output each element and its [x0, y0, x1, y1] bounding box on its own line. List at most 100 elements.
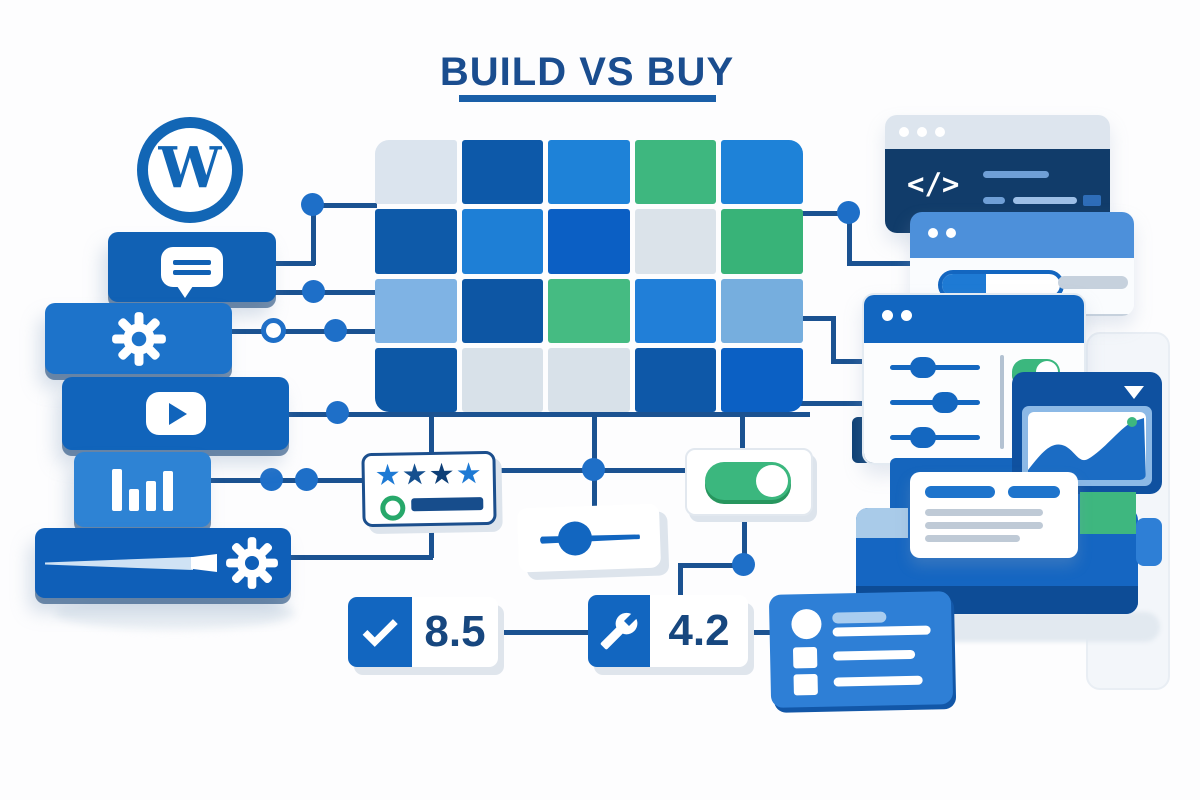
bar-chart-icon — [112, 468, 173, 511]
matrix-cell — [375, 347, 457, 412]
rating-bar — [411, 497, 484, 512]
toggle-switch[interactable] — [705, 462, 791, 500]
wordpress-w: W — [158, 135, 222, 201]
matrix-cell — [548, 278, 630, 343]
connector — [429, 414, 434, 455]
connector — [288, 412, 810, 417]
text-line — [925, 535, 1020, 542]
window-titlebar — [910, 212, 1134, 258]
divider — [1000, 355, 1004, 449]
connector — [847, 261, 914, 266]
matrix-cell — [721, 209, 803, 274]
text-line — [925, 522, 1043, 529]
star-icon[interactable]: ★ — [401, 459, 430, 492]
wrench-icon — [588, 595, 650, 667]
placeholder-line — [1080, 314, 1132, 316]
connector-dot — [260, 468, 283, 491]
slider-handle[interactable] — [910, 357, 936, 378]
matrix-cell — [721, 347, 803, 412]
matrix-cell — [375, 140, 457, 205]
window-titlebar — [885, 115, 1110, 149]
connector — [429, 520, 434, 558]
gear-icon — [226, 537, 278, 589]
feature-matrix — [375, 140, 803, 412]
text-line — [833, 675, 923, 687]
progress-fill — [942, 274, 986, 296]
star-icon[interactable]: ★ — [374, 459, 403, 492]
page-title: BUILD VS BUY — [439, 50, 735, 94]
matrix-cell — [634, 209, 717, 274]
plugin-button-customize[interactable] — [35, 528, 291, 598]
plugin-button-analytics[interactable] — [74, 452, 211, 527]
connector-dot — [301, 193, 324, 216]
bullet-list-card — [768, 591, 954, 708]
slider-card — [516, 503, 662, 573]
matrix-cell — [634, 278, 717, 343]
connector — [275, 261, 315, 266]
connector — [311, 203, 316, 265]
connector — [800, 211, 852, 216]
plugin-button-chat[interactable] — [108, 232, 276, 302]
note-card — [910, 472, 1078, 558]
code-line — [983, 171, 1049, 178]
slider-handle[interactable] — [557, 520, 593, 557]
matrix-cell — [548, 140, 630, 205]
title-underline — [459, 95, 716, 102]
list-bullet — [793, 673, 818, 696]
window-dot-icon — [935, 126, 945, 137]
list-bullet — [792, 646, 818, 669]
connector — [748, 630, 776, 635]
connector-dot — [302, 280, 325, 303]
connector-dot — [326, 401, 349, 424]
chart-frame — [1022, 406, 1152, 486]
matrix-cell — [634, 140, 717, 205]
wordpress-logo-icon: W — [137, 117, 243, 223]
slider-handle[interactable] — [932, 392, 958, 413]
matrix-cell — [548, 209, 630, 274]
code-line — [1013, 197, 1077, 204]
gear-icon — [111, 311, 166, 366]
matrix-cell — [548, 347, 630, 412]
connector — [800, 401, 864, 406]
connector — [290, 555, 433, 560]
dropdown-arrow-icon[interactable] — [1124, 386, 1144, 399]
matrix-cell — [721, 278, 803, 343]
matrix-cell — [375, 209, 457, 274]
play-icon[interactable] — [145, 392, 206, 435]
toggle-knob — [756, 465, 788, 497]
text-line — [925, 509, 1043, 516]
connector-dot — [837, 201, 860, 224]
plugin-button-settings[interactable] — [45, 303, 232, 374]
score-value: 4.2 — [668, 606, 730, 655]
star-rating[interactable]: ★★★★ — [374, 456, 483, 493]
matrix-cell — [375, 278, 457, 343]
score-value: 8.5 — [424, 607, 486, 656]
shadow — [55, 596, 295, 630]
connector — [831, 359, 866, 364]
window-dot-icon — [928, 227, 938, 238]
connector — [313, 203, 377, 208]
matrix-cell — [461, 347, 544, 412]
star-icon[interactable]: ★ — [455, 458, 484, 491]
connector — [742, 510, 747, 568]
matrix-cell — [461, 278, 544, 343]
connector — [740, 414, 745, 453]
side-knob — [1136, 518, 1162, 566]
slider-handle[interactable] — [910, 427, 936, 448]
title-chip — [925, 486, 995, 498]
window-dot-icon — [917, 126, 927, 137]
plugin-button-video[interactable] — [62, 377, 289, 450]
connector — [678, 563, 683, 599]
chart-window — [1012, 372, 1162, 494]
text-line — [832, 625, 931, 637]
star-icon[interactable]: ★ — [428, 458, 457, 491]
connector — [847, 211, 852, 266]
radio-ring-icon[interactable] — [380, 495, 406, 521]
title-chip — [1008, 486, 1060, 498]
window-titlebar — [864, 295, 1084, 343]
pencil-tip-icon — [191, 554, 217, 572]
window-dot-icon — [882, 310, 893, 322]
score-badge-build: 8.5 — [348, 597, 498, 667]
matrix-cell — [634, 347, 717, 412]
connector-dot — [324, 319, 347, 342]
